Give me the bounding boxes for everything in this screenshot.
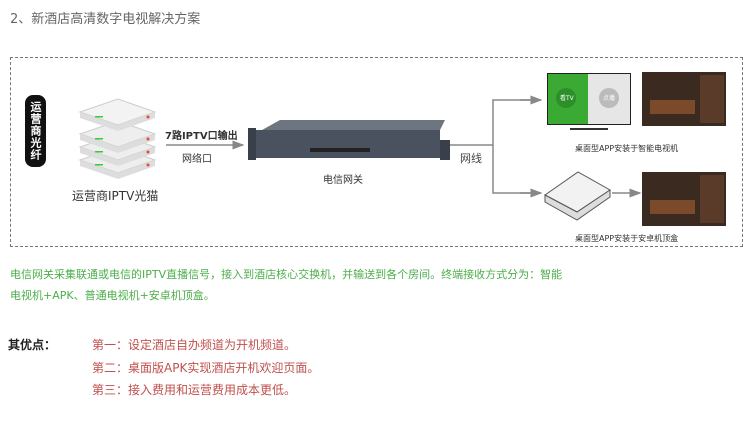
modem-label: 运营商IPTV光猫	[72, 189, 159, 203]
advantage-item: 第三：接入费用和运营费用成本更低。	[92, 383, 297, 397]
smart-tv-label: 桌面型APP安装于智能电视机	[575, 144, 679, 153]
cable-branches	[492, 99, 540, 194]
stb-label: 桌面型APP安装于安卓机顶盒	[575, 234, 679, 243]
tv-screen-right: 点播	[603, 95, 616, 102]
advantages-heading: 其优点：	[8, 338, 57, 352]
output-label: 7路IPTV口输出	[165, 131, 238, 142]
set-top-box-icon	[544, 171, 611, 221]
modem-stack-icon	[78, 98, 157, 179]
hotel-photo-1	[642, 72, 726, 126]
advantage-item: 第二：桌面版APK实现酒店开机欢迎页面。	[92, 361, 320, 375]
tv-screen-left: 看TV	[560, 95, 574, 102]
description: 电信网关采集联通或电信的IPTV直播信号，接入到酒店核心交换机，并输送到各个房间…	[10, 268, 563, 302]
cable-label: 网线	[460, 152, 482, 165]
hotel-photo-2	[642, 172, 726, 226]
diagram-frame	[10, 57, 743, 247]
diagram-graphics	[78, 72, 726, 226]
fiber-label: 运营商光纤	[25, 95, 46, 167]
port-label: 网络口	[182, 154, 212, 165]
advantage-item: 第一：设定酒店自办频道为开机频道。	[92, 338, 297, 352]
smart-tv-icon	[547, 73, 631, 130]
gateway-label: 电信网关	[323, 175, 363, 186]
section-title: 2、新酒店高清数字电视解决方案	[10, 12, 201, 27]
gateway-device-icon	[248, 120, 450, 160]
